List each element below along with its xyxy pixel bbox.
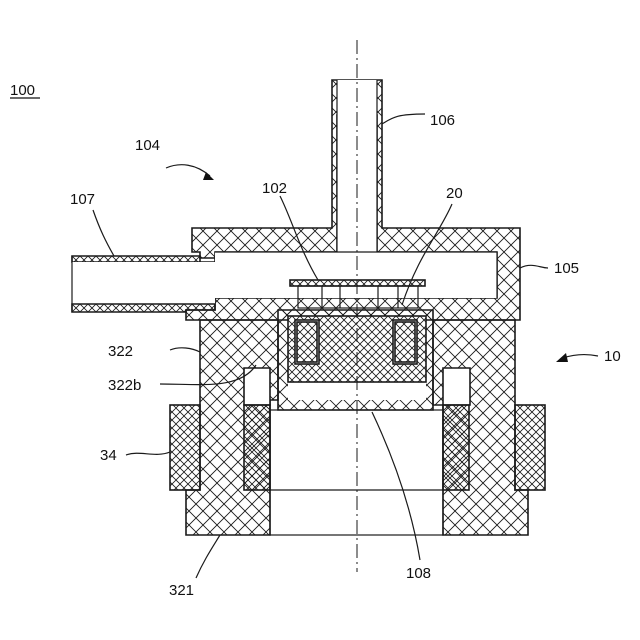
side-inlet-bore (72, 262, 215, 304)
label-321: 321 (169, 582, 194, 599)
label-105: 105 (554, 260, 579, 277)
coil-left-outer-34 (170, 405, 200, 490)
label-10: 10 (604, 348, 621, 365)
leader-34 (126, 452, 170, 455)
label-102: 102 (262, 180, 287, 197)
label-322: 322 (108, 343, 133, 360)
label-20: 20 (446, 185, 463, 202)
leader-321 (196, 535, 220, 578)
magnet-right (395, 322, 415, 362)
arrow-104 (203, 172, 214, 180)
coil-right-inner (443, 405, 469, 490)
coil-right-outer (515, 405, 545, 490)
leader-104 (166, 165, 210, 176)
leader-322 (170, 348, 200, 352)
leader-10 (563, 355, 598, 358)
leader-106 (382, 114, 425, 124)
arrow-10 (556, 353, 568, 362)
label-108: 108 (406, 565, 431, 582)
magnet-left (297, 322, 317, 362)
coil-left-inner (244, 405, 270, 490)
label-34: 34 (100, 447, 117, 464)
leader-105 (520, 265, 548, 268)
label-106: 106 (430, 112, 455, 129)
figure-label: 100 (10, 82, 35, 99)
label-104: 104 (135, 137, 160, 154)
label-322b: 322b (108, 377, 141, 394)
upper-chamber (215, 252, 497, 298)
label-107: 107 (70, 191, 95, 208)
side-inlet-tube-lower-wall (72, 304, 215, 312)
right-inner-step (443, 368, 470, 405)
leader-108 (372, 412, 420, 560)
leader-107 (93, 210, 114, 256)
